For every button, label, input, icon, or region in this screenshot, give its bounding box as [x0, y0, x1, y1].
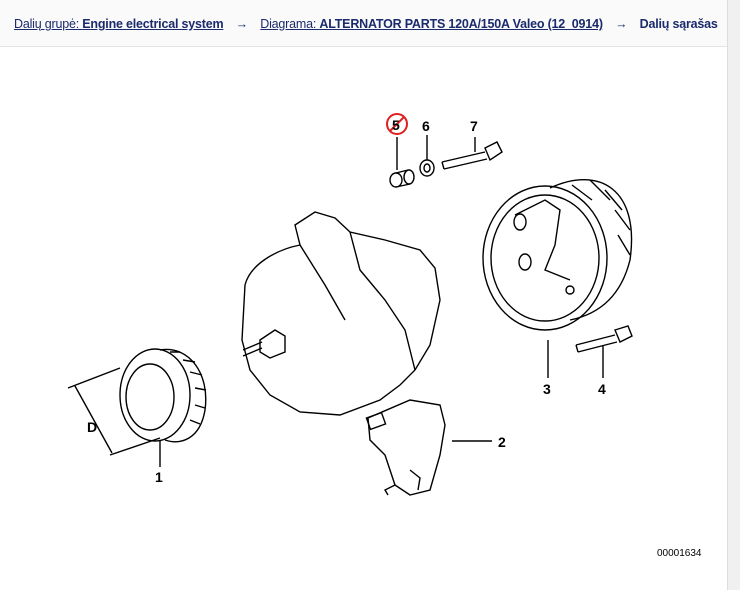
parts-diagram: 5 6 7 3 4 2 1 D	[67, 113, 633, 496]
callout-5[interactable]: 5	[392, 117, 400, 133]
alternator-body	[241, 211, 441, 416]
callout-1[interactable]: 1	[155, 469, 163, 485]
breadcrumb-diagram-link[interactable]: Diagrama: ALTERNATOR PARTS 120A/150A Val…	[260, 17, 603, 31]
breadcrumb-separator: →	[235, 17, 249, 31]
diagram-prefix: Diagrama:	[260, 17, 320, 31]
callout-3[interactable]: 3	[543, 381, 551, 397]
breadcrumb-current: Dalių sąrašas	[639, 17, 718, 31]
breadcrumb: Dalių grupė: Engine electrical system → …	[14, 17, 718, 31]
bolt-4	[575, 325, 633, 378]
scrollbar[interactable]	[727, 0, 740, 590]
breadcrumb-bar: Dalių grupė: Engine electrical system → …	[0, 0, 727, 47]
image-code: 00001634	[657, 548, 702, 559]
washer-6	[419, 135, 435, 177]
callout-4[interactable]: 4	[598, 381, 606, 397]
sleeve-5	[389, 137, 415, 188]
callout-7[interactable]: 7	[470, 118, 478, 134]
callout-2[interactable]: 2	[498, 434, 506, 450]
group-prefix: Dalių grupė:	[14, 17, 83, 31]
group-name: Engine electrical system	[82, 17, 224, 31]
voltage-regulator	[365, 399, 492, 496]
discontinued-icon	[386, 113, 408, 135]
breadcrumb-group-link[interactable]: Dalių grupė: Engine electrical system	[14, 17, 224, 31]
bolt-7	[441, 137, 503, 170]
diagram-name: ALTERNATOR PARTS 120A/150A Valeo (12_091…	[319, 17, 603, 31]
pulley	[67, 348, 207, 467]
breadcrumb-separator: →	[615, 17, 628, 31]
dimension-d-label: D	[87, 419, 97, 435]
callout-6[interactable]: 6	[422, 118, 430, 134]
rear-cover	[482, 179, 633, 378]
